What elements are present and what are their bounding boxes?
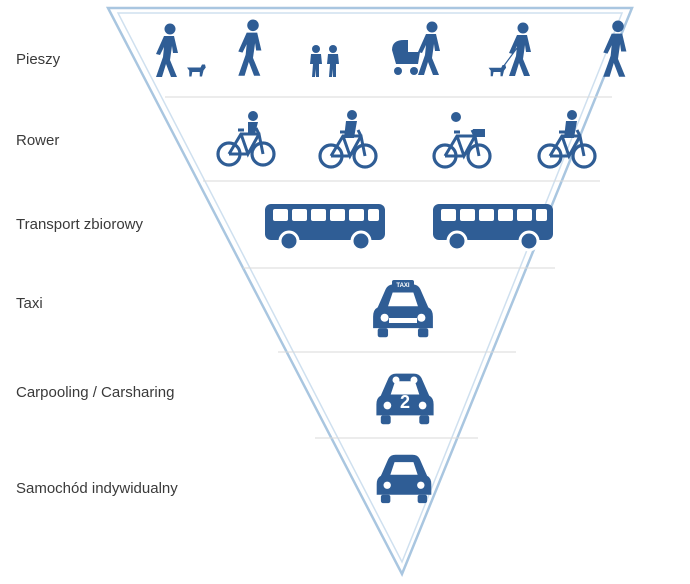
bus-icon	[431, 202, 555, 252]
walking-person-icon	[238, 19, 262, 76]
level-transport-icons	[263, 202, 555, 252]
taxi-sign-text: TAXI	[396, 283, 410, 289]
level-label-pieszy: Pieszy	[16, 51, 61, 68]
carpool-number: 2	[400, 392, 410, 412]
cyclist-icon	[318, 110, 378, 169]
dog-walker-icon	[488, 22, 531, 77]
walking-person-icon	[603, 20, 627, 77]
level-rower-icons	[216, 110, 597, 169]
level-label-samochod: Samochód indywidualny	[16, 480, 178, 497]
bicycle-icon	[432, 112, 492, 169]
car-icon	[376, 454, 432, 504]
level-label-rower: Rower	[16, 132, 60, 149]
bicycle-icon	[216, 111, 276, 167]
level-pieszy-icons	[156, 19, 627, 77]
taxi-icon: TAXI	[373, 280, 433, 338]
pyramid-outline-inner	[116, 12, 624, 564]
cyclist-icon	[537, 110, 597, 169]
carpool-car-icon: 2	[376, 373, 434, 425]
children-icon	[310, 45, 339, 77]
person-with-stroller-icon	[392, 21, 440, 75]
bus-icon	[263, 202, 387, 252]
level-label-taxi: Taxi	[16, 295, 43, 312]
level-label-transport-zbiorowy: Transport zbiorowy	[16, 216, 143, 233]
level-label-carpooling: Carpooling / Carsharing	[16, 384, 175, 401]
pedestrian-with-dog-icon	[156, 23, 206, 77]
pyramid-outline-outer	[105, 6, 634, 577]
